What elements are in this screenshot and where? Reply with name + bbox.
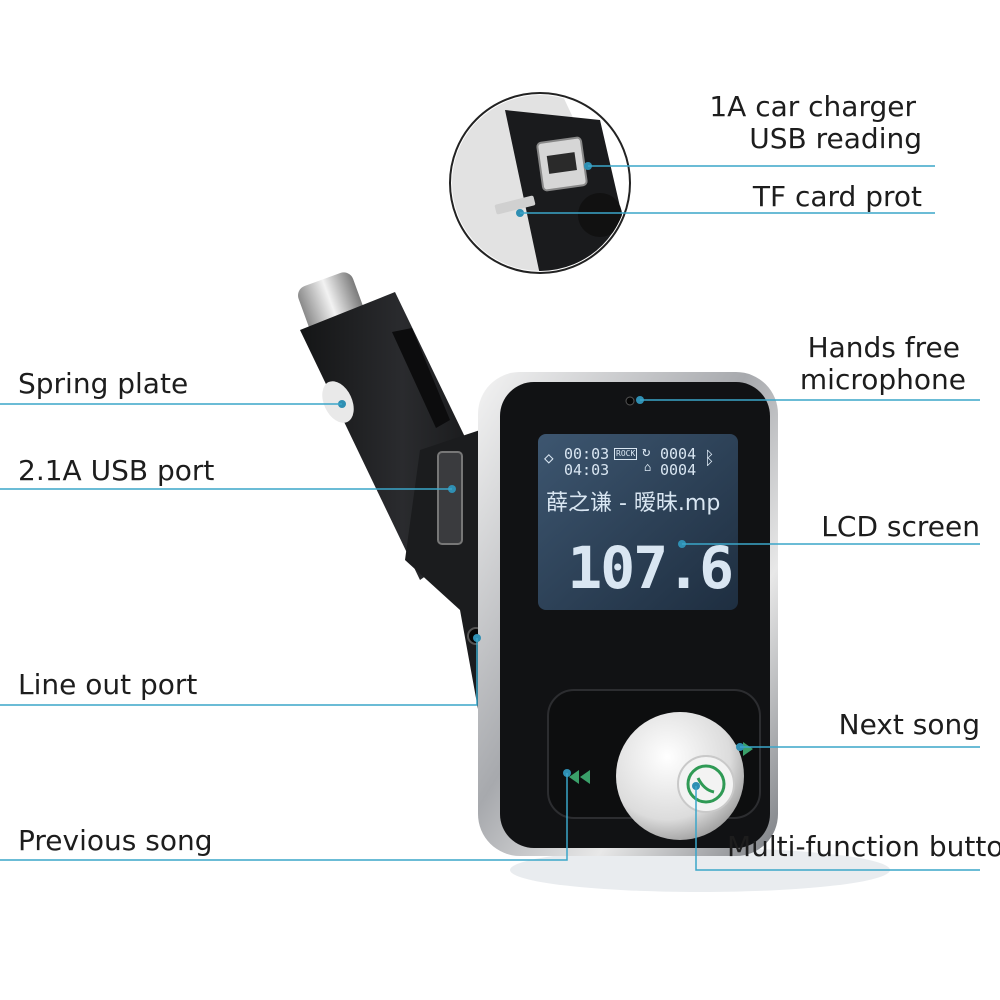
lcd-song-title: 薛之谦 - 暧昧.mp — [546, 491, 721, 516]
previous-song-icon — [569, 770, 590, 784]
lcd-badge-top: ROCK — [614, 448, 638, 460]
callout-next-song: Next song — [838, 708, 980, 741]
lcd-track-top: 0004 — [660, 445, 697, 463]
callout-usb-port: 2.1A USB port — [18, 454, 215, 487]
lcd-time-bottom: 04:03 — [564, 461, 610, 479]
lcd-screen-panel — [538, 434, 738, 610]
lcd-time-top: 00:03 — [564, 445, 610, 463]
lcd-track-bottom: 0004 — [660, 461, 697, 479]
port-closeup-inset — [449, 92, 631, 274]
microphone-hole — [625, 396, 635, 406]
lcd-lock-icon: ⌂ — [644, 460, 652, 474]
usb-port-side — [437, 451, 463, 545]
callout-lines — [0, 165, 980, 871]
lcd-content: ◇ 00:03 04:03 ROCK ↻ ⌂ 0004 0004 ᛒ 薛之谦 -… — [542, 440, 734, 608]
lcd-repeat-icon: ↻ — [642, 444, 651, 460]
phone-icon — [686, 764, 726, 804]
callout-multi-function: Multi-function butto — [727, 831, 1000, 863]
callout-usb-reading-line2: USB reading — [749, 122, 922, 155]
callout-spring-plate: Spring plate — [18, 367, 189, 400]
bluetooth-icon: ᛒ — [704, 448, 715, 469]
callout-lcd-screen: LCD screen — [821, 510, 980, 543]
callout-usb-reading-line1: 1A car charger — [709, 90, 916, 123]
callout-line-out: Line out port — [18, 668, 198, 701]
lcd-status-icon: ◇ — [544, 448, 554, 467]
lcd-frequency: 107.6 — [567, 534, 734, 602]
callout-microphone-line2: microphone — [799, 363, 966, 396]
callout-previous-song: Previous song — [18, 824, 213, 857]
callout-tf-card: TF card prot — [752, 180, 922, 213]
callout-microphone-line1: Hands free — [807, 331, 960, 364]
